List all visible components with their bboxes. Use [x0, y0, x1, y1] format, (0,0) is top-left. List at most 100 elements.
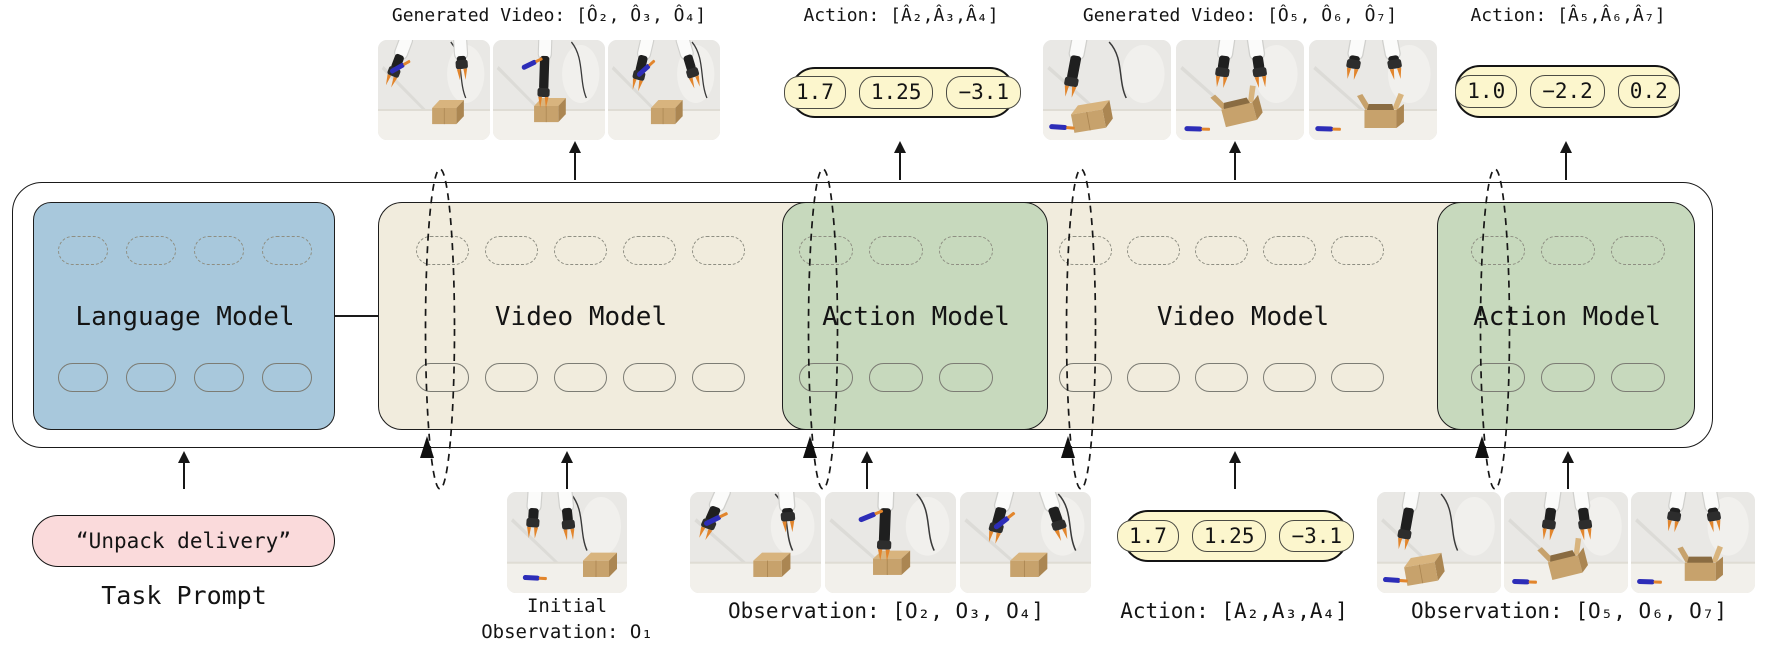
feedback-arrowhead-icon — [1061, 436, 1075, 458]
observation-2-label: Observation: [O₅, O₆, O₇] — [1410, 599, 1728, 623]
token-pill — [194, 363, 244, 392]
token-pill — [58, 236, 108, 265]
generated-video-frame — [493, 40, 605, 140]
token-row-top — [799, 236, 993, 265]
action-value-pill: −3.1 — [946, 76, 1022, 109]
token-row-top — [1059, 236, 1384, 265]
token-row-bottom — [416, 363, 745, 392]
token-pill — [623, 236, 676, 265]
observation-frame — [960, 492, 1091, 593]
token-pill — [126, 363, 176, 392]
video-output-arrow-icon — [569, 141, 581, 180]
token-pill — [1263, 236, 1316, 265]
observation-input-arrow-icon — [561, 451, 573, 489]
token-pill — [485, 363, 538, 392]
action-input-arrow-icon — [1229, 451, 1241, 489]
generated-video-frame — [608, 40, 720, 140]
action-output-arrow-icon — [894, 141, 906, 180]
initial-observation-label: Initial Observation: O₁ — [481, 595, 653, 643]
token-pill — [1541, 363, 1595, 392]
token-pill — [623, 363, 676, 392]
token-pill — [554, 363, 607, 392]
token-pill — [939, 363, 993, 392]
action-value-pill: −2.2 — [1530, 75, 1605, 108]
token-row-bottom — [58, 363, 312, 392]
action-value-pill: 1.25 — [1191, 519, 1267, 553]
token-row-top — [1471, 236, 1665, 265]
token-pill — [126, 236, 176, 265]
token-pill — [1471, 236, 1525, 265]
action-value-pill: 1.7 — [783, 76, 846, 109]
generated-video-frame — [1176, 40, 1304, 140]
observation-input-arrow-icon — [1562, 451, 1574, 489]
generated-video-frame — [378, 40, 490, 140]
token-pill — [869, 363, 923, 392]
action-value-pill: 1.0 — [1455, 75, 1518, 108]
observation-frame — [690, 492, 821, 593]
token-pill — [262, 363, 312, 392]
token-pill — [416, 236, 469, 265]
action-value-pill: 0.2 — [1617, 75, 1680, 108]
action-input-label: Action: [A₂,A₃,A₄] — [1120, 599, 1348, 623]
token-row-top — [416, 236, 745, 265]
action-model-2-box: Action Model — [1437, 202, 1695, 430]
token-pill — [1611, 363, 1665, 392]
token-pill — [58, 363, 108, 392]
token-pill — [1127, 236, 1180, 265]
token-row-bottom — [1471, 363, 1665, 392]
token-pill — [1611, 236, 1665, 265]
action-model-1-label: Action Model — [822, 302, 1010, 332]
token-pill — [1471, 363, 1525, 392]
action-output-2-label: Action: [Â₅,Â₆,Â₇] — [1470, 5, 1666, 26]
token-pill — [1541, 236, 1595, 265]
token-pill — [1263, 363, 1316, 392]
token-row-bottom — [799, 363, 993, 392]
initial-observation-frame — [507, 492, 627, 593]
token-row-top — [58, 236, 312, 265]
observation-frame — [825, 492, 956, 593]
token-pill — [799, 236, 853, 265]
feedback-arrowhead-icon — [803, 436, 817, 458]
action-model-2-label: Action Model — [1473, 302, 1661, 332]
token-pill — [1059, 236, 1112, 265]
observation-frame — [1377, 492, 1501, 593]
token-pill — [1127, 363, 1180, 392]
prompt-input-arrow-icon — [178, 451, 190, 489]
generated-video-2-label: Generated Video: [Ô₅, Ô₆, Ô₇] — [1082, 5, 1398, 26]
task-prompt-box: “Unpack delivery” — [32, 515, 335, 567]
language-model-box: Language Model — [33, 202, 335, 430]
feedback-arrowhead-icon — [1475, 436, 1489, 458]
token-pill — [869, 236, 923, 265]
token-pill — [692, 236, 745, 265]
generated-video-frame — [1043, 40, 1171, 140]
token-pill — [1195, 363, 1248, 392]
action-output-1-label: Action: [Â₂,Â₃,Â₄] — [803, 5, 999, 26]
token-pill — [416, 363, 469, 392]
token-pill — [799, 363, 853, 392]
video-model-1-label: Video Model — [494, 302, 668, 332]
video-model-2-label: Video Model — [1156, 302, 1330, 332]
action-output-arrow-icon — [1560, 141, 1572, 180]
task-prompt-caption: Task Prompt — [101, 581, 267, 610]
action-values-output-2: 1.0 −2.2 0.2 — [1455, 65, 1680, 118]
language-to-video-connector — [335, 315, 378, 317]
generated-video-frame — [1309, 40, 1437, 140]
token-row-bottom — [1059, 363, 1384, 392]
language-model-label: Language Model — [75, 302, 295, 332]
token-pill — [1331, 236, 1384, 265]
feedback-arrowhead-icon — [420, 436, 434, 458]
token-pill — [262, 236, 312, 265]
observation-1-label: Observation: [O₂, O₃, O₄] — [727, 599, 1045, 623]
action-value-pill: −3.1 — [1279, 519, 1355, 553]
token-pill — [1059, 363, 1112, 392]
observation-frame — [1631, 492, 1755, 593]
token-pill — [939, 236, 993, 265]
action-values-input: 1.7 1.25 −3.1 — [1116, 510, 1355, 562]
token-pill — [485, 236, 538, 265]
token-pill — [1331, 363, 1384, 392]
token-pill — [554, 236, 607, 265]
generated-video-1-label: Generated Video: [Ô₂, Ô₃, Ô₄] — [391, 5, 707, 26]
action-value-pill: 1.7 — [1116, 519, 1179, 553]
action-value-pill: 1.25 — [858, 76, 934, 109]
